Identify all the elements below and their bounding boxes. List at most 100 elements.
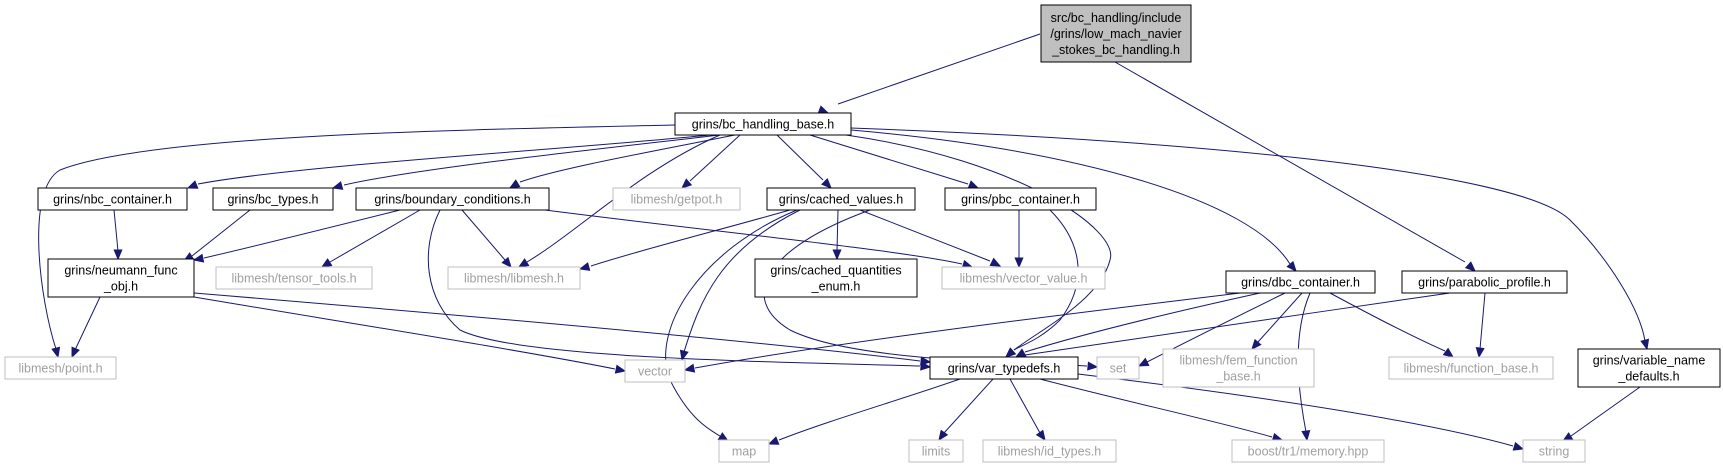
node-label: grins/bc_types.h [227, 193, 318, 207]
edge-bc-handling-base-to-nbc-container [186, 134, 711, 189]
edge-line [193, 296, 616, 370]
node-box [929, 356, 1079, 380]
arrowhead [614, 364, 627, 374]
node-label: _obj.h [103, 280, 138, 294]
edge-line [519, 134, 736, 183]
node-variable-name-defaults[interactable]: grins/variable_name_defaults.h [1577, 348, 1721, 388]
node-box [766, 187, 916, 211]
node-label: _enum.h [811, 280, 861, 294]
edge-boundary-conditions-to-libmesh [461, 209, 512, 268]
edge-line [1024, 292, 1451, 356]
node-vector-value[interactable]: libmesh/vector_value.h [941, 266, 1106, 290]
node-string[interactable]: string [1522, 439, 1586, 463]
edge-line [943, 378, 994, 434]
edge-line [1146, 292, 1286, 363]
node-label: string [1539, 445, 1570, 459]
edge-cached-values-to-vector [679, 209, 801, 362]
node-set[interactable]: set [1096, 356, 1140, 380]
arrowhead [967, 180, 980, 189]
node-fem-function-base[interactable]: libmesh/fem_function_base.h [1162, 348, 1315, 388]
edge-var-typedefs-to-string [1077, 373, 1525, 451]
node-box [718, 439, 770, 463]
node-label: libmesh/libmesh.h [464, 272, 564, 286]
arrowhead [989, 257, 1002, 267]
node-parabolic-profile[interactable]: grins/parabolic_profile.h [1401, 270, 1568, 294]
edge-line [427, 209, 921, 367]
arrowhead [1301, 430, 1311, 442]
edge-line [1009, 378, 1041, 434]
edge-neumann-func-obj-to-var-typedefs [193, 292, 932, 366]
node-box [1162, 348, 1315, 388]
arrowhead [192, 253, 205, 263]
arrowhead [1251, 338, 1262, 350]
arrowhead [832, 249, 842, 261]
node-box [355, 187, 550, 211]
node-box [754, 258, 918, 298]
edge-var-typedefs-to-map [767, 378, 961, 445]
edge-line [694, 292, 1241, 369]
edge-line [74, 296, 101, 351]
node-label: grins/var_typedefs.h [948, 362, 1061, 376]
node-cached-quantities-enum[interactable]: grins/cached_quantities_enum.h [754, 258, 918, 298]
node-dbc-container[interactable]: grins/dbc_container.h [1225, 270, 1376, 294]
node-label: grins/cached_values.h [779, 193, 903, 207]
edge-bc-handling-base-to-var-typedefs [845, 134, 1112, 358]
node-var-typedefs[interactable]: grins/var_typedefs.h [929, 356, 1079, 380]
node-root[interactable]: src/bc_handling/include/grins/low_mach_n… [1040, 4, 1192, 63]
node-getpot[interactable]: libmesh/getpot.h [612, 187, 741, 211]
node-boundary-conditions[interactable]: grins/boundary_conditions.h [355, 187, 550, 211]
arrowhead [683, 363, 696, 373]
node-vector[interactable]: vector [624, 359, 686, 383]
arrowhead [1137, 357, 1150, 367]
node-map[interactable]: map [718, 439, 770, 463]
edge-line [113, 209, 119, 252]
edge-line [343, 134, 721, 186]
arrowhead [1087, 361, 1099, 371]
edge-var-typedefs-to-id-types [1009, 378, 1046, 442]
edge-cached-values-to-cached-quantities-enum [832, 209, 842, 261]
node-limits[interactable]: limits [908, 439, 964, 463]
node-label: libmesh/function_base.h [1404, 362, 1539, 376]
node-id-types[interactable]: libmesh/id_types.h [982, 439, 1117, 463]
node-label: grins/dbc_container.h [1241, 276, 1360, 290]
edge-line [1024, 292, 1261, 353]
node-nbc-container[interactable]: grins/nbc_container.h [37, 187, 188, 211]
node-neumann-func-obj[interactable]: grins/neumann_func_obj.h [47, 258, 195, 298]
node-bc-types[interactable]: grins/bc_types.h [212, 187, 334, 211]
node-label: grins/bc_handling_base.h [692, 118, 835, 132]
node-cached-values[interactable]: grins/cached_values.h [766, 187, 916, 211]
edge-neumann-func-obj-to-vector [193, 296, 627, 374]
arrowhead [938, 429, 949, 442]
node-box [37, 187, 188, 211]
arrowhead [508, 179, 521, 189]
node-function-base[interactable]: libmesh/function_base.h [1388, 356, 1554, 380]
edge-bc-handling-base-to-cached-values [776, 134, 832, 189]
node-label: grins/nbc_container.h [53, 193, 172, 207]
node-point[interactable]: libmesh/point.h [4, 356, 117, 380]
arrowhead [817, 105, 830, 114]
node-pbc-container[interactable]: grins/pbc_container.h [944, 187, 1097, 211]
node-box [1522, 439, 1586, 463]
edge-line [778, 378, 961, 441]
edge-parabolic-profile-to-function-base [1475, 292, 1486, 359]
edge-line [197, 134, 711, 185]
edge-cached-values-to-libmesh [578, 209, 791, 271]
node-label: _defaults.h [1617, 370, 1679, 384]
node-libmesh[interactable]: libmesh/libmesh.h [447, 266, 581, 290]
edge-line [850, 127, 1646, 342]
node-box [982, 439, 1117, 463]
node-label: /grins/low_mach_navier [1050, 27, 1181, 41]
node-bc-handling-base[interactable]: grins/bc_handling_base.h [674, 112, 852, 136]
node-box [4, 356, 117, 380]
node-memory[interactable]: boost/tr1/memory.hpp [1231, 439, 1385, 463]
edge-bc-handling-base-to-point [38, 124, 676, 359]
node-label: grins/boundary_conditions.h [374, 193, 530, 207]
edge-neumann-func-obj-to-point [71, 296, 101, 359]
arrowhead [1014, 257, 1024, 269]
arrowhead [186, 180, 199, 189]
edge-bc-handling-base-to-getpot [681, 134, 741, 189]
edge-line [461, 209, 506, 261]
node-label: limits [922, 445, 950, 459]
node-tensor-tools[interactable]: libmesh/tensor_tools.h [215, 266, 373, 290]
edge-nbc-container-to-neumann-func-obj [113, 209, 123, 261]
